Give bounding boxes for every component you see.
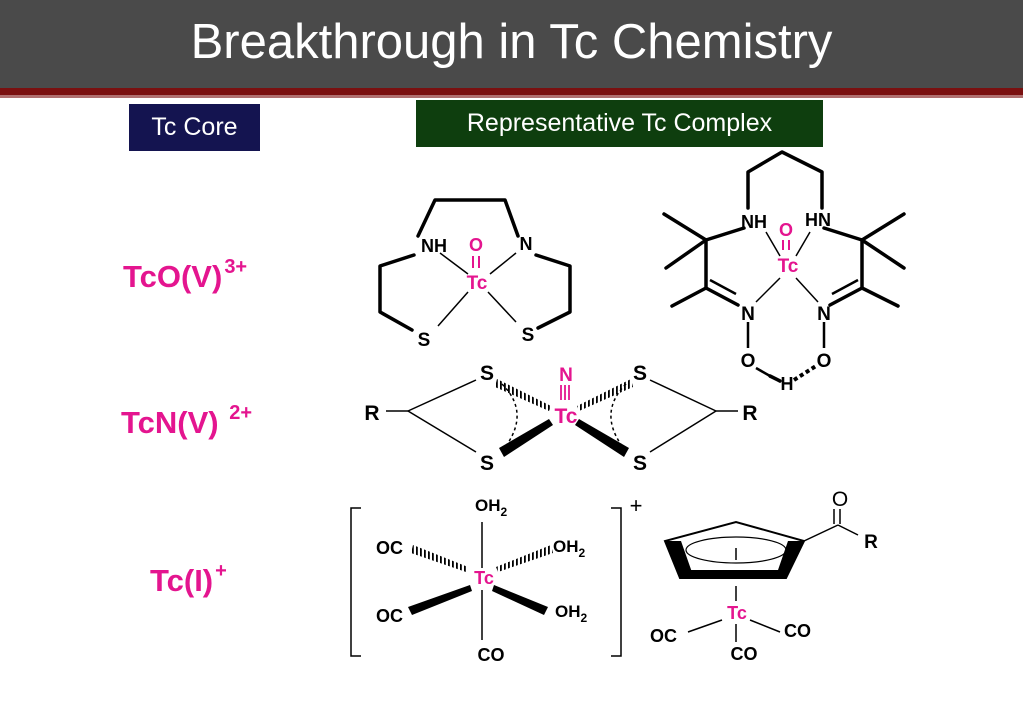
atom-tc: Tc	[778, 256, 799, 277]
structure-cp-tc-carbonyl: O R Tc OC CO CO	[650, 488, 878, 664]
atom-s: S	[418, 330, 431, 351]
structure-tcn-bis-dithio: N Tc S S S S R R	[364, 362, 757, 475]
atom-o: O	[741, 351, 756, 372]
core-tco-v: TcO(V)3+	[123, 256, 247, 295]
ligand-oc-lower-left: OC	[376, 606, 403, 626]
atom-s: S	[480, 362, 494, 385]
structure-tc-aqua-carbonyl: Tc OH2 OH2 OH2 OC OC CO +	[350, 493, 643, 665]
core-formula: TcO(V)	[123, 259, 223, 294]
ligand-oh2-lower: OH2	[555, 602, 588, 625]
ligand-oh2-top: OH2	[475, 496, 508, 519]
atom-s: S	[633, 362, 647, 385]
structure-tco-n2s2: NH N O Tc S S	[378, 198, 572, 351]
atom-tc: Tc	[467, 273, 488, 294]
atom-tc: Tc	[474, 568, 494, 588]
atom-oxo: O	[469, 235, 483, 255]
representative-complex-header: Representative Tc Complex	[416, 100, 823, 147]
atom-r: R	[864, 532, 878, 553]
atom-tc: Tc	[555, 405, 578, 428]
atom-o: O	[832, 488, 848, 511]
core-formula: Tc(I)	[150, 563, 214, 598]
atom-s: S	[522, 325, 535, 346]
atom-nh: NH	[421, 236, 447, 256]
ligand-oh2-right: OH2	[553, 537, 586, 560]
core-charge: 3+	[224, 256, 248, 278]
complex-charge: +	[630, 493, 643, 518]
core-charge: 2+	[229, 402, 253, 424]
atom-s: S	[480, 452, 494, 475]
atom-tc: Tc	[727, 603, 747, 623]
tc-core-header: Tc Core	[129, 104, 260, 151]
ligand-oc: OC	[650, 626, 677, 646]
atom-oxo: O	[779, 220, 793, 240]
core-tcn-v: TcN(V) 2+	[121, 402, 252, 441]
title-rule	[0, 88, 1023, 95]
atom-r: R	[742, 402, 757, 425]
ligand-co-bottom: CO	[731, 644, 758, 664]
atom-n: N	[741, 304, 755, 325]
title-rule-highlight	[0, 95, 1023, 98]
ligand-co-right: CO	[784, 621, 811, 641]
title-bar: Breakthrough in Tc Chemistry	[0, 0, 1023, 88]
atom-nh: NH	[741, 212, 767, 232]
ligand-oc-left: OC	[376, 538, 403, 558]
atom-n: N	[520, 234, 533, 254]
core-tc-i: Tc(I)+	[150, 560, 227, 599]
atom-h: H	[781, 374, 794, 394]
core-charge: +	[215, 560, 227, 582]
atom-s: S	[633, 452, 647, 475]
atom-hn: HN	[805, 210, 831, 230]
core-formula: TcN(V)	[121, 405, 228, 440]
structure-tco-pnao: NH HN O Tc N N O O H	[662, 150, 906, 394]
slide-title: Breakthrough in Tc Chemistry	[190, 15, 833, 69]
atom-o: O	[817, 351, 832, 372]
atom-r: R	[364, 402, 379, 425]
atom-nitrido: N	[559, 365, 573, 386]
ligand-co-bottom: CO	[478, 645, 505, 665]
atom-n: N	[817, 304, 831, 325]
